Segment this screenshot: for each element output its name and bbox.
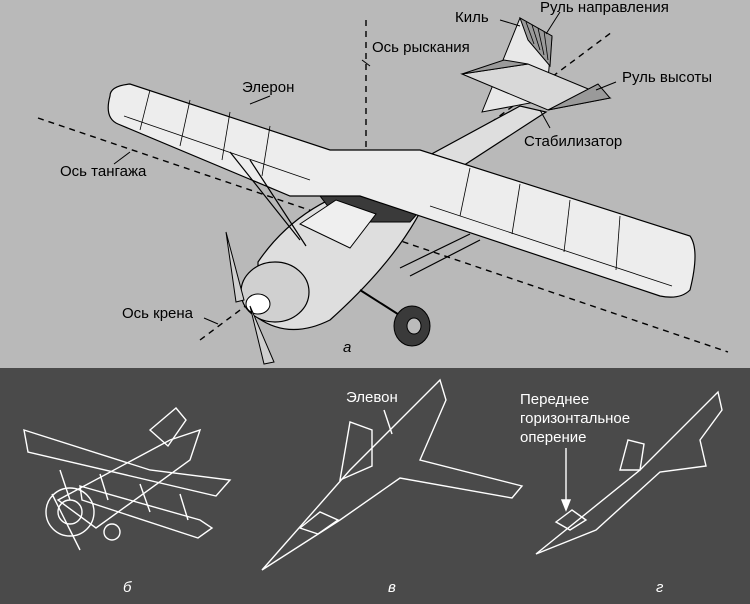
delta-jet-wing-left bbox=[339, 421, 373, 482]
canard-arrow bbox=[560, 499, 572, 512]
propeller-blade-bottom bbox=[249, 305, 275, 365]
label-roll-axis: Ось крена bbox=[122, 305, 194, 322]
canard-jet-body bbox=[535, 390, 723, 555]
biplane-upper-wing bbox=[23, 428, 232, 497]
elevon-leader bbox=[383, 409, 393, 435]
label-fin: Киль bbox=[455, 9, 489, 26]
canard-jet-fin bbox=[619, 439, 645, 471]
wheel-hub bbox=[406, 317, 422, 335]
biplane-fuselage bbox=[56, 428, 202, 529]
bottom-panel bbox=[0, 368, 750, 604]
biplane-tail bbox=[148, 407, 187, 448]
delta-jet bbox=[261, 378, 524, 571]
label-stabilizer: Стабилизатор bbox=[524, 133, 622, 150]
biplane bbox=[23, 407, 232, 551]
main-airplane: Киль Руль направления Ось рыскания Руль … bbox=[37, 0, 729, 365]
caption-g: г bbox=[656, 579, 664, 596]
label-yaw-axis: Ось рыскания bbox=[372, 39, 470, 56]
caption-b: б bbox=[123, 579, 132, 596]
label-elevon: Элевон bbox=[346, 389, 398, 406]
elevator-right bbox=[547, 83, 611, 111]
wing-ribs bbox=[123, 89, 673, 287]
wing bbox=[107, 83, 696, 298]
label-canard-1: Переднее bbox=[520, 391, 589, 408]
label-canard-2: горизонтальное bbox=[520, 410, 630, 427]
label-aileron: Элерон bbox=[242, 79, 294, 96]
windshield bbox=[298, 199, 377, 249]
label-rudder: Руль направления bbox=[540, 0, 669, 16]
leader-lines bbox=[113, 11, 617, 325]
biplane-engine bbox=[45, 487, 95, 537]
caption-v: в bbox=[388, 579, 396, 596]
label-canard-3: оперение bbox=[520, 429, 587, 446]
spinner bbox=[245, 293, 271, 315]
delta-jet-body bbox=[261, 378, 524, 571]
canard-jet bbox=[535, 390, 723, 555]
canard-foreplane bbox=[554, 509, 588, 531]
biplane-lower-wing bbox=[79, 485, 214, 539]
elevator-left bbox=[461, 59, 529, 75]
propeller-blade-top bbox=[225, 231, 245, 303]
label-pitch-axis: Ось тангажа bbox=[60, 163, 147, 180]
gear-leg bbox=[359, 289, 405, 319]
rudder-hatching bbox=[525, 21, 549, 61]
caption-a: а bbox=[343, 339, 351, 356]
label-elevator: Руль высоты bbox=[622, 69, 712, 86]
delta-jet-canopy bbox=[298, 511, 340, 535]
wing-struts bbox=[229, 151, 481, 277]
